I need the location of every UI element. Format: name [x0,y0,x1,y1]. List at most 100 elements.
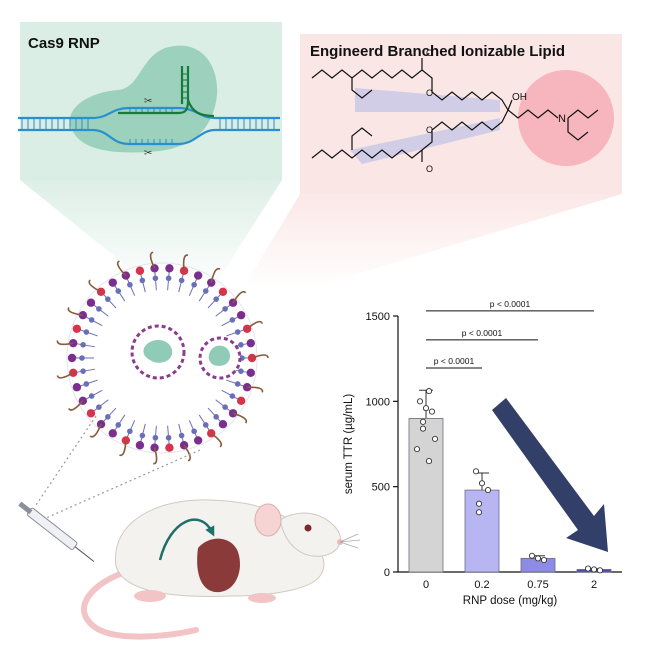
mouse-foot [134,590,166,602]
scissors-icon: ✂ [144,148,152,159]
lipid-head [96,420,106,429]
cas9-protein [69,45,218,153]
lipid-title: Engineerd Branched Ionizable Lipid [310,43,565,60]
mouse-whiskers [339,533,361,549]
injection-path-arrow [158,518,215,561]
data-point [534,555,542,562]
lipid-bead [229,317,236,323]
lipid-bead [213,296,219,302]
encapsulated-cas9-right [208,345,230,366]
lipid-funnel [245,194,622,285]
data-point [590,566,598,573]
lipid-bead [202,422,209,428]
data-point [540,557,548,564]
lipid-bead [238,368,244,374]
lipid-bead [152,275,159,282]
lipid-bead [88,317,95,323]
peg-chain [246,320,264,330]
lipid-head [69,368,78,378]
lipid-head [108,278,117,287]
significance-label: p < 0.0001 [434,356,475,366]
decrease-trend-arrow [492,398,608,552]
peg-chain [68,400,84,411]
syringe-plunger [18,501,33,515]
lipid-bead [115,422,122,428]
data-point [419,418,427,425]
lipid-head [108,429,117,438]
y-axis-label: serum TTR (µg/mL) [343,394,355,495]
lipid-head [67,353,77,363]
lipid-bead [127,281,133,288]
x-tick-label: 0.2 [474,579,489,591]
lipid-head [218,287,228,296]
hydroxyl-label: OH [512,92,527,103]
mouse-head [279,512,341,557]
peg-chain [67,307,83,316]
cut-site-bottom: ✂ [144,148,152,159]
peg-chain [153,447,158,465]
lipid-head [121,436,131,445]
lipid-head [236,396,246,406]
data-point [484,487,492,494]
peg-chain [119,440,127,457]
lipid-bead [88,393,95,399]
lipid-bead [96,306,102,312]
lipid-head [69,338,78,348]
syringe [18,501,95,562]
x-axis-label: RNP dose (mg/kg) [463,595,558,607]
lipid-bead [178,277,185,284]
lipid-bead [80,342,86,348]
lipid-bead [105,296,111,302]
mouse-tail [81,571,199,640]
peg-chain [88,279,102,293]
lipid-head [135,266,145,275]
carbonyl-o-upper: O [426,48,433,58]
y-tick-label: 1000 [366,396,390,408]
lipid-bead [234,329,241,335]
cut-site-top: ✂ [144,96,152,107]
lipid-head [135,441,145,450]
data-point [425,458,433,465]
nitrogen-label: N [558,113,566,125]
lipid-bead [165,275,172,282]
ester-o-upper: O [426,88,433,98]
data-point [419,425,427,432]
y-tick-label: 500 [372,482,390,494]
peg-chain [232,412,248,424]
data-point [413,446,421,453]
lipid-head [228,409,238,418]
rnp-panel: Cas9 RNP ✂ ✂ [18,22,282,285]
peg-chain [182,254,189,271]
lipid-bead [229,393,236,399]
mouse-foot [248,593,276,603]
zoom-line-right [45,449,201,519]
lipid-bead [178,432,185,439]
bar-dose-0 [408,417,444,573]
lipid-bead [96,404,102,410]
lipid-bead [152,434,159,441]
lipid-head [193,436,203,445]
data-point [596,567,604,574]
rnp-title: Cas9 RNP [28,35,100,52]
y-tick-label: 1500 [366,311,390,323]
lipid-nanoparticle [56,251,269,465]
lipid-head [150,443,159,452]
lipid-bead [80,368,86,374]
lipid-head [193,271,203,280]
carbonyl-o-lower: O [426,164,433,174]
guide-rna [118,66,215,118]
peg-chain [116,260,127,277]
syringe-needle [74,546,95,562]
mouse-eye [304,524,312,532]
bar-dose-0.2 [464,489,500,573]
lipid-head [165,264,174,273]
peg-chain [89,423,102,438]
lipid-bead [139,432,146,439]
significance-label: p < 0.0001 [462,328,503,338]
zoom-line-left [35,415,97,506]
data-point [422,405,430,412]
x-tick-label: 0.75 [527,579,548,591]
x-tick-label: 0 [423,579,429,591]
